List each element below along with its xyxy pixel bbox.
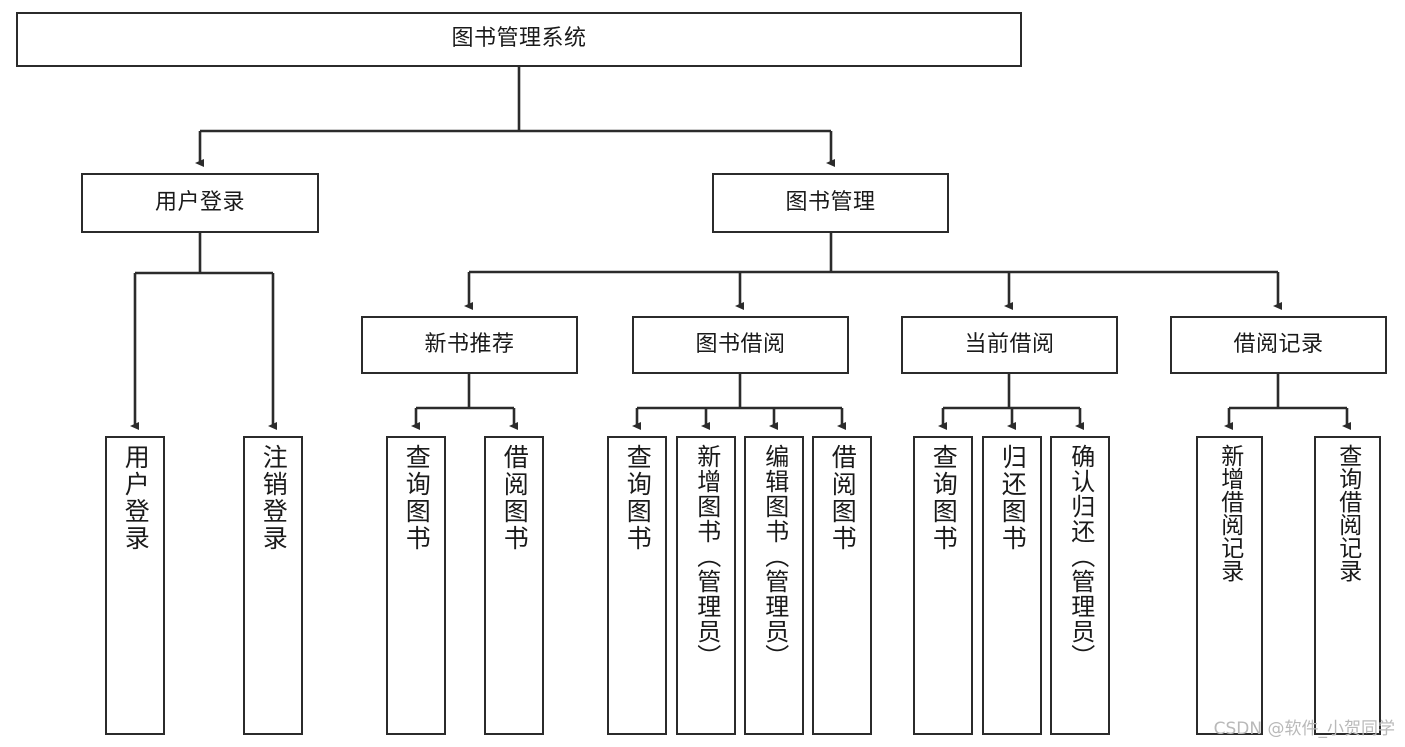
leaf-logout[interactable]: 注销登录 (243, 436, 303, 735)
leaf-query-books-borrow[interactable]: 查询图书 (607, 436, 667, 735)
leaf-query-books-borrow-label: 查询图书 (623, 444, 653, 552)
node-current-borrow[interactable]: 当前借阅 (901, 316, 1118, 374)
leaf-borrow-books-recommend[interactable]: 借阅图书 (484, 436, 544, 735)
leaf-query-books-current-label: 查询图书 (929, 444, 959, 552)
leaf-query-books-current[interactable]: 查询图书 (913, 436, 973, 735)
leaf-borrow-books-label: 借阅图书 (828, 444, 858, 552)
node-root[interactable]: 图书管理系统 (16, 12, 1022, 67)
leaf-logout-label: 注销登录 (259, 444, 289, 552)
leaf-edit-book-admin[interactable]: 编辑图书（管理员） (744, 436, 804, 735)
leaf-query-borrow-record-label: 查询借阅记录 (1334, 444, 1361, 582)
leaf-query-books-recommend[interactable]: 查询图书 (386, 436, 446, 735)
leaf-confirm-return-admin[interactable]: 确认归还（管理员） (1050, 436, 1110, 735)
leaf-borrow-books[interactable]: 借阅图书 (812, 436, 872, 735)
watermark-text: CSDN @软件_小贺同学 (1213, 719, 1395, 739)
leaf-return-books-label: 归还图书 (998, 444, 1028, 552)
leaf-confirm-return-admin-label: 确认归还（管理员） (1066, 444, 1095, 669)
leaf-user-login[interactable]: 用户登录 (105, 436, 165, 735)
node-current-borrow-label: 当前借阅 (964, 331, 1055, 357)
node-book-management-label: 图书管理 (785, 189, 876, 215)
node-user-login-label: 用户登录 (154, 189, 245, 215)
node-book-management[interactable]: 图书管理 (712, 173, 949, 233)
node-book-borrow-label: 图书借阅 (695, 331, 786, 357)
leaf-query-books-recommend-label: 查询图书 (402, 444, 432, 552)
leaf-add-borrow-record-label: 新增借阅记录 (1216, 444, 1243, 582)
leaf-add-book-admin-label: 新增图书（管理员） (692, 444, 721, 669)
node-book-borrow[interactable]: 图书借阅 (632, 316, 849, 374)
node-root-label: 图书管理系统 (451, 26, 587, 52)
node-borrow-records[interactable]: 借阅记录 (1170, 316, 1387, 374)
node-new-book-recommend-label: 新书推荐 (424, 331, 515, 357)
leaf-user-login-label: 用户登录 (121, 444, 151, 552)
leaf-borrow-books-recommend-label: 借阅图书 (500, 444, 530, 552)
leaf-query-borrow-record[interactable]: 查询借阅记录 (1314, 436, 1381, 735)
leaf-add-book-admin[interactable]: 新增图书（管理员） (676, 436, 736, 735)
node-new-book-recommend[interactable]: 新书推荐 (361, 316, 578, 374)
leaf-edit-book-admin-label: 编辑图书（管理员） (760, 444, 789, 669)
node-borrow-records-label: 借阅记录 (1233, 331, 1324, 357)
node-user-login[interactable]: 用户登录 (81, 173, 319, 233)
leaf-add-borrow-record[interactable]: 新增借阅记录 (1196, 436, 1263, 735)
leaf-return-books[interactable]: 归还图书 (982, 436, 1042, 735)
